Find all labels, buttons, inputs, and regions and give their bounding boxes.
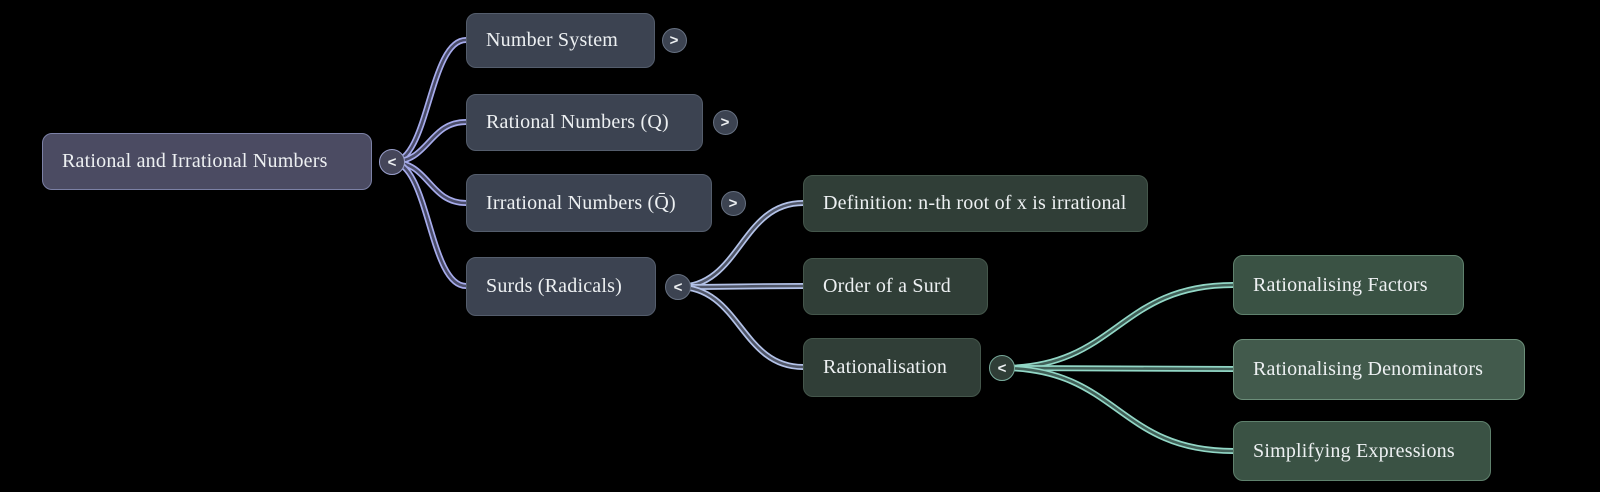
toggle-rationalisation-collapse-icon[interactable]: < [989,355,1015,381]
node-label: Rationalising Denominators [1253,358,1484,380]
node-label: Simplifying Expressions [1253,439,1455,462]
node-rationalisation[interactable]: Rationalisation [803,338,981,397]
node-order-of-surd[interactable]: Order of a Surd [803,258,988,315]
node-label: Rationalisation [823,356,948,378]
node-simplify-expr[interactable]: Simplifying Expressions [1233,421,1491,481]
node-label: Number System [486,29,619,51]
toggle-number-system-expand-icon[interactable]: > [661,27,687,53]
link-core [391,160,467,288]
node-label: Rational Numbers (Q) [486,111,669,133]
node-label: Surds (Radicals) [486,275,622,297]
node-irrational-q[interactable]: Irrational Numbers (Q̄) [466,174,712,232]
toggle-surds-collapse-icon[interactable]: < [665,274,691,300]
node-definition[interactable]: Definition: n-th root of x is irrational [803,175,1148,232]
node-root[interactable]: Rational and Irrational Numbers [42,133,372,190]
node-label: Irrational Numbers (Q̄) [486,191,676,214]
node-rat-denoms[interactable]: Rationalising Denominators [1233,339,1525,400]
toggle-root-collapse-icon[interactable]: < [379,149,405,175]
node-label: Rational and Irrational Numbers [62,150,328,172]
node-rat-factors[interactable]: Rationalising Factors [1233,255,1464,315]
link-core [1001,366,1234,453]
link-core [677,201,804,289]
link-core [1001,283,1234,370]
link-core [1001,366,1234,371]
node-number-system[interactable]: Number System [466,13,655,68]
node-label: Definition: n-th root of x is irrational [823,192,1127,214]
node-label: Rationalising Factors [1253,273,1428,296]
link-core [677,285,804,369]
node-rational-q[interactable]: Rational Numbers (Q) [466,94,703,151]
node-label: Order of a Surd [823,275,951,297]
node-surds[interactable]: Surds (Radicals) [466,257,656,316]
toggle-rational-q-expand-icon[interactable]: > [712,109,738,135]
toggle-irrational-q-expand-icon[interactable]: > [720,190,746,216]
